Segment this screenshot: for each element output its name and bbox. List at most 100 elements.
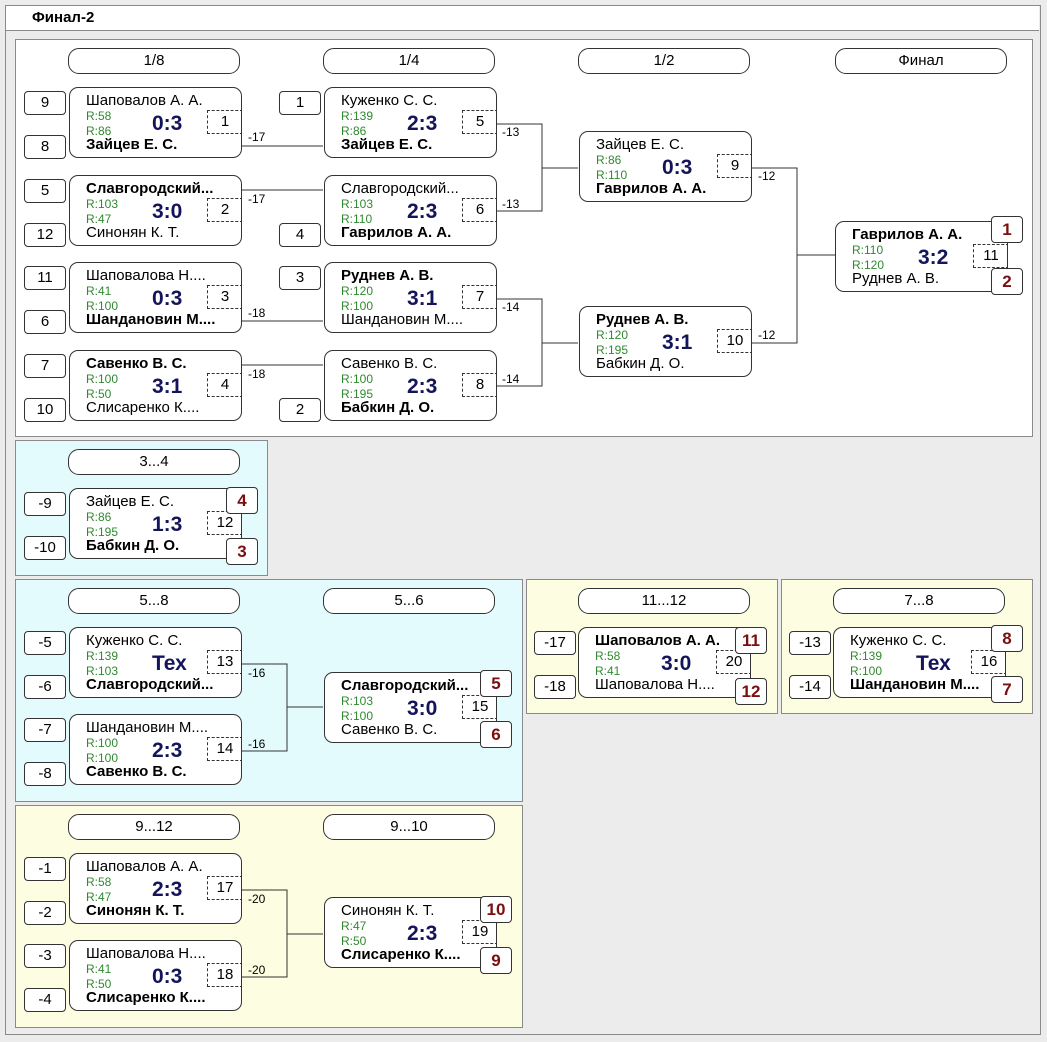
player-1-name: Шаповалов А. А. — [86, 92, 203, 109]
header-9-12: 9...12 — [68, 814, 240, 840]
match-number: 1 — [207, 110, 241, 134]
loser-label: -20 — [248, 892, 266, 906]
player-1-rating: R:58 — [86, 109, 112, 123]
seed-box: 5 — [24, 179, 66, 203]
player-2-rating: R:100 — [86, 299, 119, 313]
match-number: 9 — [717, 154, 751, 178]
player-2-name: Гаврилов А. А. — [596, 180, 707, 197]
loser-label: -14 — [502, 300, 520, 314]
seed-box: -14 — [789, 675, 831, 699]
player-1-rating: R:41 — [86, 284, 112, 298]
seed-box: -17 — [534, 631, 576, 655]
match-score: 0:3 — [152, 112, 183, 135]
player-1-name: Руднев А. В. — [341, 267, 434, 284]
match-score: 2:3 — [407, 200, 438, 223]
match-score: 2:3 — [407, 375, 438, 398]
player-2-rating: R:195 — [341, 387, 374, 401]
player-1-rating: R:58 — [595, 649, 621, 663]
player-1-name: Синонян К. Т. — [341, 902, 435, 919]
seed-box: 9 — [24, 91, 66, 115]
seed-box: 10 — [24, 398, 66, 422]
player-1-rating: R:100 — [86, 372, 119, 386]
match-number: 18 — [207, 963, 241, 987]
player-1-name: Славгородский... — [341, 677, 469, 694]
player-2-name: Шаповалова Н.... — [595, 676, 715, 693]
player-1-name: Руднев А. В. — [596, 311, 689, 328]
match-score: 2:3 — [407, 922, 438, 945]
player-1-name: Савенко В. С. — [341, 355, 438, 372]
player-2-name: Зайцев Е. С. — [341, 136, 433, 153]
player-1-name: Славгородский... — [341, 180, 459, 197]
player-1-rating: R:100 — [341, 372, 374, 386]
match-number: 3 — [207, 285, 241, 309]
seed-box: -13 — [789, 631, 831, 655]
player-2-rating: R:86 — [86, 124, 112, 138]
match-score: 0:3 — [662, 156, 693, 179]
match-score: 3:1 — [407, 287, 438, 310]
match-score: 3:0 — [152, 200, 183, 223]
header-quarterfinal: 1/4 — [323, 48, 495, 74]
player-2-name: Слисаренко К.... — [86, 989, 206, 1006]
player-1-name: Шаповалов А. А. — [86, 858, 203, 875]
seed-box: 8 — [24, 135, 66, 159]
seed-box: -3 — [24, 944, 66, 968]
match-score: 3:1 — [662, 331, 693, 354]
player-2-name: Шандановин М.... — [86, 311, 216, 328]
player-1-rating: R:139 — [341, 109, 374, 123]
player-2-name: Шандановин М.... — [850, 676, 980, 693]
loser-label: -13 — [502, 125, 520, 139]
place-badge: 12 — [735, 678, 767, 705]
player-1-rating: R:41 — [86, 962, 112, 976]
match-number: 16 — [971, 650, 1005, 674]
header-semifinal: 1/2 — [578, 48, 750, 74]
match-number: 4 — [207, 373, 241, 397]
player-2-name: Славгородский... — [86, 676, 214, 693]
seed-box: -9 — [24, 492, 66, 516]
player-2-rating: R:47 — [86, 212, 112, 226]
place-badge: 11 — [735, 627, 767, 654]
header-7-8: 7...8 — [833, 588, 1005, 614]
title-bar: Финал-2 — [6, 6, 1039, 31]
match-score: 2:3 — [152, 739, 183, 762]
player-2-rating: R:110 — [596, 168, 628, 182]
player-2-name: Бабкин Д. О. — [341, 399, 435, 416]
place-badge: 1 — [991, 216, 1023, 243]
match-score: Тех — [152, 652, 187, 675]
loser-label: -18 — [248, 367, 266, 381]
match-score: 2:3 — [152, 878, 183, 901]
match-number: 17 — [207, 876, 241, 900]
match-score: 1:3 — [152, 513, 183, 536]
player-2-rating: R:47 — [86, 890, 112, 904]
seed-box: -6 — [24, 675, 66, 699]
player-1-name: Гаврилов А. А. — [852, 226, 963, 243]
player-2-rating: R:110 — [341, 212, 373, 226]
header-9-10: 9...10 — [323, 814, 495, 840]
player-2-rating: R:41 — [595, 664, 621, 678]
player-1-name: Зайцев Е. С. — [596, 136, 685, 153]
header-5-6: 5...6 — [323, 588, 495, 614]
place-badge: 9 — [480, 947, 512, 974]
player-1-rating: R:139 — [86, 649, 119, 663]
match-number: 13 — [207, 650, 241, 674]
player-1-rating: R:86 — [86, 510, 112, 524]
